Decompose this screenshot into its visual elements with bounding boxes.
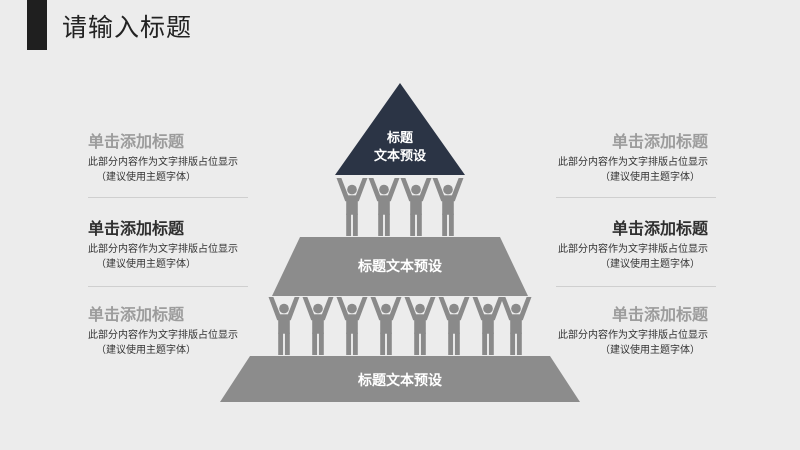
people-row-bottom bbox=[268, 297, 532, 355]
bottom-tier-label: 标题文本预设 bbox=[357, 372, 443, 389]
text-block-right-3[interactable]: 单击添加标题 此部分内容作为文字排版占位显示 （建议使用主题字体） bbox=[538, 305, 708, 358]
block-note: （建议使用主题字体） bbox=[600, 172, 700, 183]
block-note: （建议使用主题字体） bbox=[96, 259, 196, 270]
top-label-line-2: 文本预设 bbox=[374, 148, 427, 164]
middle-tier-label: 标题文本预设 bbox=[357, 258, 443, 275]
block-note: （建议使用主题字体） bbox=[96, 345, 196, 356]
person-figure bbox=[404, 297, 436, 355]
person-figure bbox=[336, 297, 368, 355]
block-note: （建议使用主题字体） bbox=[600, 345, 700, 356]
text-block-right-2[interactable]: 单击添加标题 此部分内容作为文字排版占位显示 （建议使用主题字体） bbox=[538, 219, 708, 272]
middle-tier[interactable] bbox=[272, 237, 528, 296]
person-figure bbox=[268, 297, 300, 355]
divider bbox=[88, 197, 248, 198]
text-block-left-2[interactable]: 单击添加标题 此部分内容作为文字排版占位显示 （建议使用主题字体） bbox=[88, 219, 258, 272]
divider bbox=[88, 286, 248, 287]
block-body: 此部分内容作为文字排版占位显示 bbox=[558, 157, 708, 168]
block-title: 单击添加标题 bbox=[88, 219, 185, 238]
top-triangle[interactable] bbox=[335, 83, 465, 175]
block-title: 单击添加标题 bbox=[611, 219, 708, 238]
block-title: 单击添加标题 bbox=[88, 132, 185, 151]
page-title: 请输入标题 bbox=[62, 13, 193, 42]
block-title: 单击添加标题 bbox=[611, 132, 708, 151]
person-figure bbox=[472, 297, 504, 355]
bottom-tier[interactable] bbox=[220, 356, 580, 402]
block-note: （建议使用主题字体） bbox=[96, 172, 196, 183]
block-title: 单击添加标题 bbox=[88, 305, 185, 324]
person-figure bbox=[438, 297, 470, 355]
text-block-left-3[interactable]: 单击添加标题 此部分内容作为文字排版占位显示 （建议使用主题字体） bbox=[88, 305, 258, 358]
block-body: 此部分内容作为文字排版占位显示 bbox=[88, 330, 238, 341]
block-note: （建议使用主题字体） bbox=[600, 259, 700, 270]
block-body: 此部分内容作为文字排版占位显示 bbox=[88, 157, 238, 168]
text-block-left-1[interactable]: 单击添加标题 此部分内容作为文字排版占位显示 （建议使用主题字体） bbox=[88, 132, 258, 185]
title-accent-bar bbox=[27, 0, 47, 50]
person-figure bbox=[336, 178, 368, 236]
block-body: 此部分内容作为文字排版占位显示 bbox=[88, 244, 238, 255]
person-figure bbox=[302, 297, 334, 355]
block-title: 单击添加标题 bbox=[611, 305, 708, 324]
block-body: 此部分内容作为文字排版占位显示 bbox=[558, 244, 708, 255]
person-figure bbox=[400, 178, 432, 236]
block-body: 此部分内容作为文字排版占位显示 bbox=[558, 330, 708, 341]
person-figure bbox=[500, 297, 532, 355]
top-label-line-1: 标题 bbox=[386, 130, 414, 146]
divider bbox=[556, 286, 716, 287]
text-block-right-1[interactable]: 单击添加标题 此部分内容作为文字排版占位显示 （建议使用主题字体） bbox=[538, 132, 708, 185]
people-row-top bbox=[336, 178, 464, 236]
person-figure bbox=[368, 178, 400, 236]
person-figure bbox=[432, 178, 464, 236]
person-figure bbox=[370, 297, 402, 355]
divider bbox=[556, 197, 716, 198]
